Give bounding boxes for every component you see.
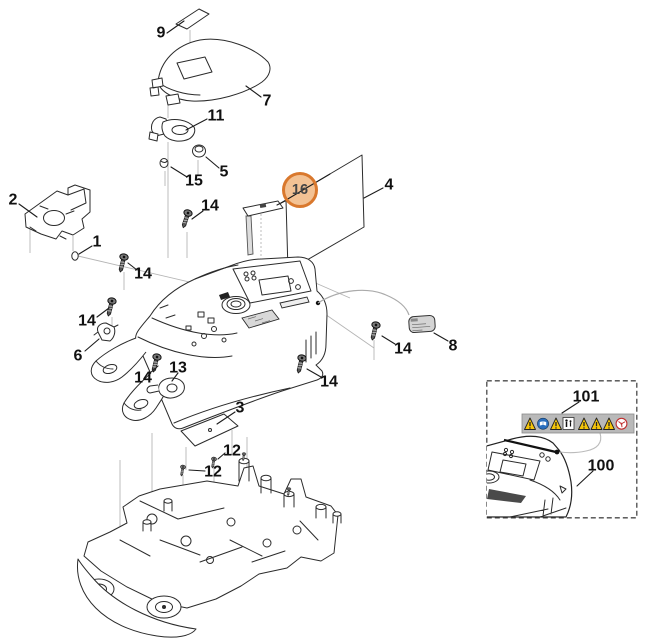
part-film-4[interactable] [285,154,365,272]
part-label-8[interactable]: 8 [449,338,458,355]
part-latch-13[interactable] [146,377,185,399]
part-label-13[interactable]: 13 [169,360,187,377]
part-pin-15[interactable] [159,158,169,168]
leader-lines [18,20,449,472]
part-label-14-2[interactable]: 14 [134,266,152,283]
part-label-9[interactable]: 9 [157,25,166,42]
part-label-3[interactable]: 3 [236,400,245,417]
part-plate-3[interactable] [180,413,239,447]
screw-14-3[interactable] [103,296,118,318]
part-label-4[interactable]: 4 [385,177,394,194]
part-label-16[interactable]: 16 [292,182,308,198]
part-label-2[interactable]: 2 [9,192,18,209]
part-strip-16[interactable] [242,200,284,256]
warning-triangle-icon-4 [590,417,603,430]
part-plate-2[interactable] [24,184,91,240]
part-label-15[interactable]: 15 [185,173,203,190]
warning-triangle-icon-3 [578,417,590,430]
part-label-14-6[interactable]: 14 [320,374,338,391]
stop-knob [221,296,251,314]
part-label-7[interactable]: 7 [263,93,272,110]
screw-14-2[interactable] [115,252,130,274]
part-label-14-4[interactable]: 14 [134,370,152,387]
part-sticker-9[interactable] [175,8,210,30]
screw-14-5[interactable] [367,320,382,342]
warning-triangle-icon-5 [603,417,615,430]
part-label-101[interactable]: 101 [573,389,600,406]
part-bracket-11[interactable] [148,116,196,142]
screw-12-2[interactable] [178,464,187,477]
part-label-1[interactable]: 1 [93,234,102,251]
warning-strip-101[interactable] [521,413,635,434]
read-manual-icon [537,417,549,430]
part-clip-6[interactable] [93,322,119,342]
part-label-14-3[interactable]: 14 [78,313,96,330]
part-label-14-5[interactable]: 14 [394,341,412,358]
part-label-14-1[interactable]: 14 [201,198,219,215]
highlight-circle-ring [282,172,318,208]
part-label-11[interactable]: 11 [208,108,225,125]
part-grommet-5[interactable] [192,144,206,158]
warning-triangle-icon-2 [550,417,562,430]
part-label-12-2[interactable]: 12 [204,464,222,481]
part-label-100[interactable]: 100 [588,458,615,475]
inset-housing-100[interactable] [479,435,573,518]
rotating-blades-icon [615,417,628,430]
screw-14-1[interactable] [178,208,194,230]
part-pin-1[interactable] [71,251,79,261]
chassis-part[interactable] [76,452,342,638]
general-warning-icon [524,417,536,430]
part-label-6[interactable]: 6 [74,348,83,365]
part-label-5[interactable]: 5 [220,164,229,181]
part-hood-7[interactable] [149,38,271,106]
highlight-circle-fill [283,173,317,207]
part-cable-8[interactable] [317,289,436,334]
part-label-12-1[interactable]: 12 [223,443,241,460]
keep-distance-icon [562,417,575,430]
main-housing-part[interactable] [90,256,328,430]
control-panel [232,260,312,309]
inset-box [479,380,638,519]
